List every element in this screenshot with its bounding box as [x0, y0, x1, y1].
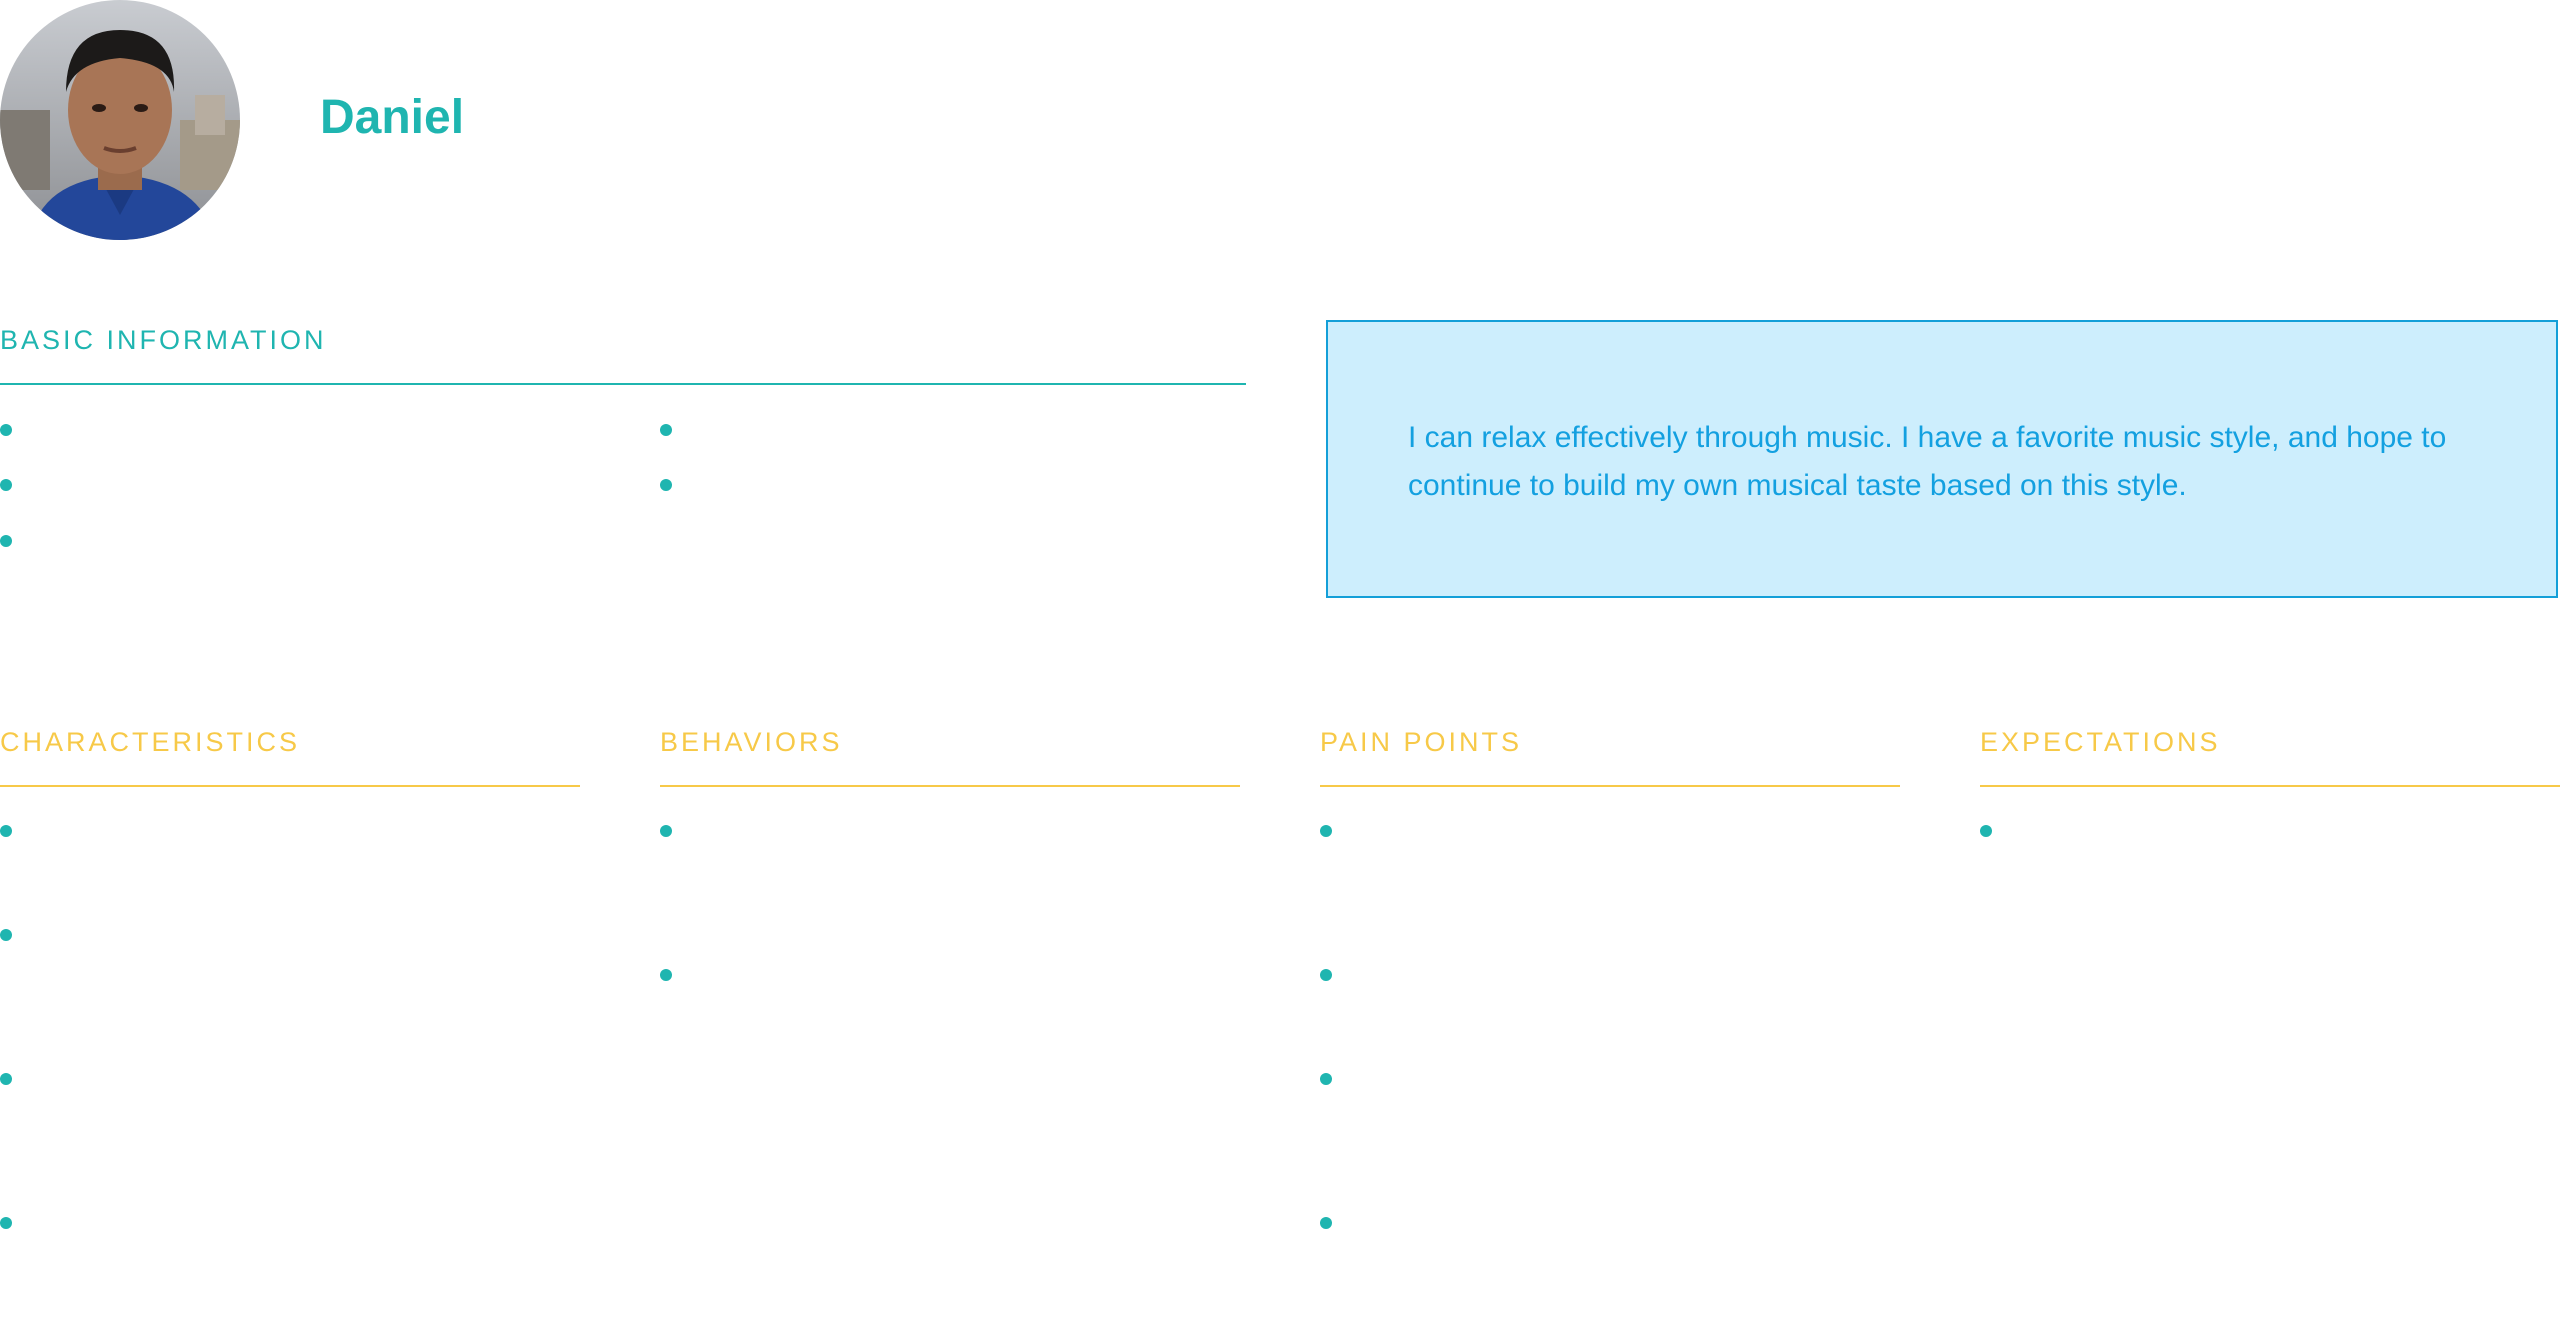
behaviors-divider — [660, 785, 1240, 787]
characteristics-bullet — [0, 1217, 12, 1229]
basic-info-bullet — [0, 535, 12, 547]
behaviors-bullet — [660, 969, 672, 981]
expectations-bullet — [1980, 825, 1992, 837]
characteristics-bullet — [0, 929, 12, 941]
basic-info-bullet — [0, 424, 12, 436]
behaviors-bullet — [660, 825, 672, 837]
pain-points-bullet — [1320, 1217, 1332, 1229]
pain-points-heading: PAIN POINTS — [1320, 727, 1523, 757]
characteristics-heading: CHARACTERISTICS — [0, 727, 301, 757]
basic-info-bullet — [0, 479, 12, 491]
basic-information-heading: BASIC INFORMATION — [0, 325, 327, 355]
pain-points-bullet — [1320, 1073, 1332, 1085]
portrait-photo-icon — [0, 0, 240, 240]
behaviors-heading: BEHAVIORS — [660, 727, 843, 757]
quote-box: I can relax effectively through music. I… — [1326, 320, 2558, 598]
pain-points-divider — [1320, 785, 1900, 787]
expectations-divider — [1980, 785, 2560, 787]
pain-points-bullet — [1320, 969, 1332, 981]
basic-info-bullet — [660, 479, 672, 491]
characteristics-bullet — [0, 1073, 12, 1085]
expectations-heading: EXPECTATIONS — [1980, 727, 2221, 757]
basic-info-bullet — [660, 424, 672, 436]
quote-text: I can relax effectively through music. I… — [1408, 421, 2447, 502]
persona-name: Daniel — [320, 91, 465, 144]
characteristics-bullet — [0, 825, 12, 837]
characteristics-divider — [0, 785, 580, 787]
pain-points-bullet — [1320, 825, 1332, 837]
basic-information-divider — [0, 383, 1246, 385]
avatar — [0, 0, 240, 240]
